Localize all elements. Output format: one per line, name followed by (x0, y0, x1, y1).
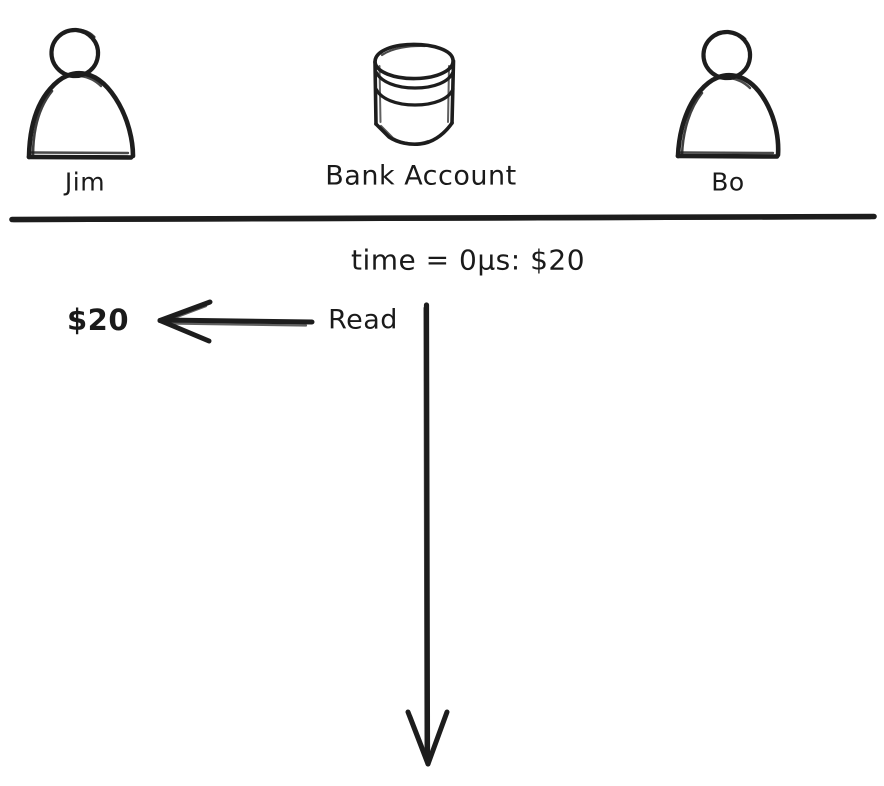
database-cylinder-icon (373, 42, 456, 147)
person-icon-bo (675, 29, 781, 159)
participant-label-jim: Jim (64, 167, 106, 197)
participant-label-bo: Bo (711, 167, 745, 197)
participant-label-bank-account: Bank Account (325, 160, 517, 192)
person-icon-jim (26, 27, 136, 160)
read-message-arrow (157, 299, 315, 344)
bank-account-lifeline (405, 302, 450, 767)
message-label-read: Read (328, 304, 398, 336)
state-time-balance-label: time = 0μs: $20 (350, 243, 586, 277)
header-divider (9, 213, 877, 223)
message-return-value-read: $20 (66, 303, 130, 337)
